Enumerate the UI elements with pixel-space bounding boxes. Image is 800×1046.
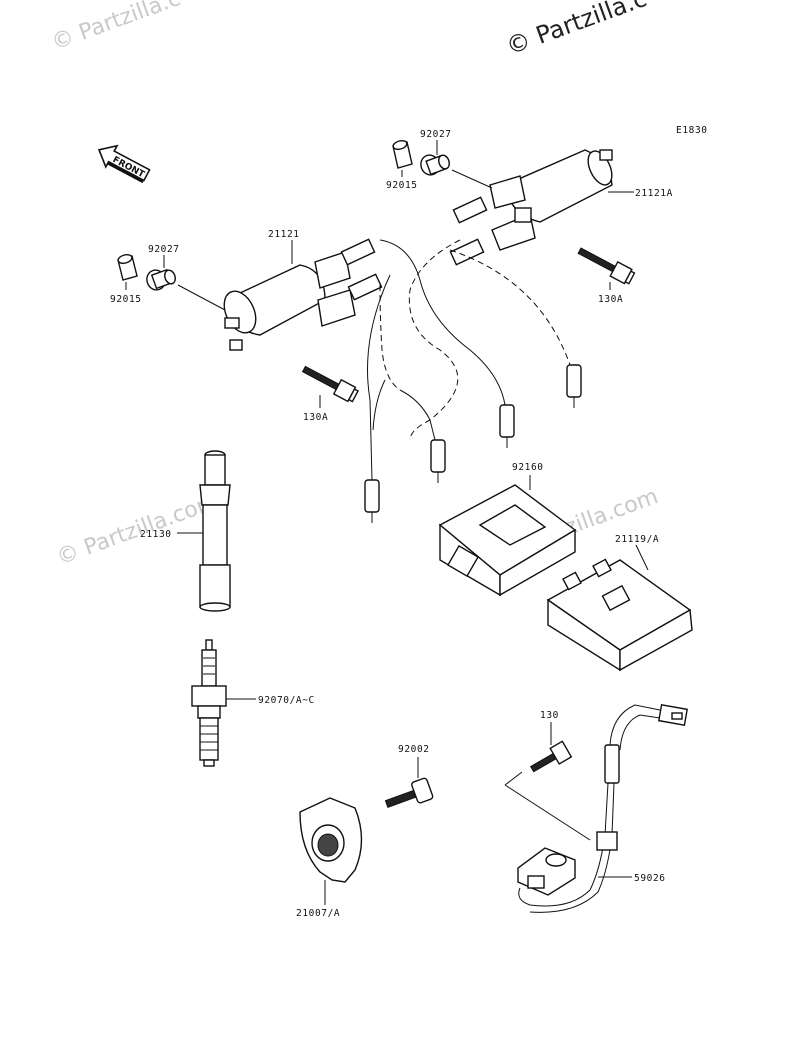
grommet-92027-top [420, 154, 450, 176]
plug-cap-21130 [199, 450, 231, 612]
label-21130: 21130 [140, 529, 172, 540]
label-92027-top: 92027 [420, 129, 452, 140]
spark-plug-92070 [191, 639, 227, 767]
label-59026: 59026 [634, 873, 666, 884]
collar-92015-top [392, 140, 413, 169]
label-21007A: 21007/A [296, 908, 340, 919]
watermark-top-left: © Partzilla.c [49, 0, 184, 56]
label-21121A: 21121A [635, 188, 673, 199]
igniter-21119A [546, 558, 693, 672]
front-arrow-icon: FRONT [97, 144, 151, 184]
label-92015-left: 92015 [110, 294, 142, 305]
timing-plate-21007A [299, 797, 363, 883]
screw-92002 [384, 777, 434, 808]
label-92160: 92160 [512, 462, 544, 473]
label-21119A: 21119/A [615, 534, 659, 545]
ignition-coil-right [449, 149, 636, 285]
label-92002: 92002 [398, 744, 430, 755]
watermark-mid-left: © Partzilla.com [54, 489, 222, 571]
bolt-130 [529, 740, 573, 773]
label-92070: 92070/A~C [258, 695, 315, 706]
collar-92015-left [117, 254, 138, 281]
label-92015-top: 92015 [386, 180, 418, 191]
igniter-cover-92160 [438, 484, 577, 597]
diagram-code: E1830 [676, 125, 708, 136]
watermark-top-right: © Partzilla.c [502, 0, 650, 61]
grommet-92027-left [146, 268, 176, 291]
label-21121: 21121 [268, 229, 300, 240]
label-130A-right: 130A [598, 294, 623, 305]
ignition-coil-left [223, 238, 383, 403]
label-130A-left: 130A [303, 412, 328, 423]
label-130: 130 [540, 710, 559, 721]
spark-plug-leads [364, 239, 582, 523]
label-92027-left: 92027 [148, 244, 180, 255]
pickup-coil-59026 [517, 704, 689, 913]
